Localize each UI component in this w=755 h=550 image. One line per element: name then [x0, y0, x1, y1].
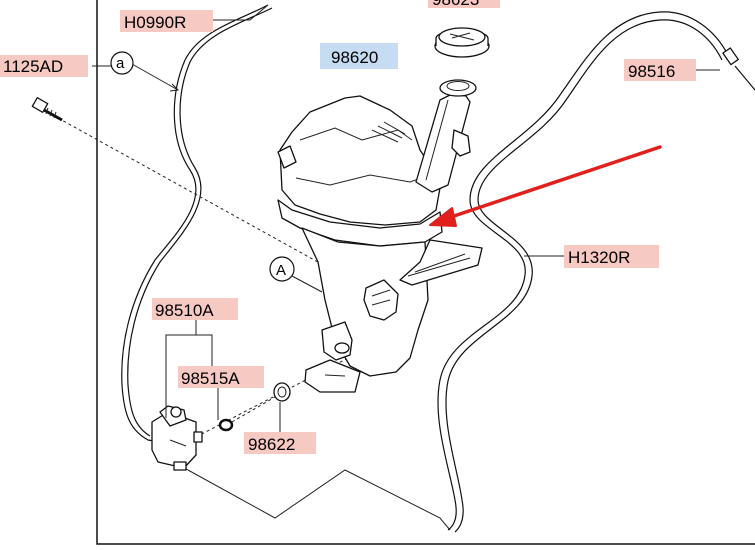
wiring-harness	[187, 469, 451, 531]
label-98622: 98622	[248, 435, 295, 454]
label-98620-bg	[320, 43, 398, 69]
hose-h1320r	[437, 11, 729, 531]
callout-A-circle	[269, 256, 295, 282]
label-h1320r: H1320R	[568, 248, 630, 267]
filler-cap	[434, 27, 490, 58]
washer-pump-98510a	[151, 405, 203, 471]
callout-a: a	[116, 55, 125, 72]
label-1125ad-bg	[0, 55, 88, 77]
grommet-98622	[273, 382, 291, 402]
label-h0990r: H0990R	[124, 13, 186, 32]
label-98622-bg	[244, 432, 316, 454]
grommet-98515a	[218, 418, 234, 432]
hose-h0990r	[121, 4, 269, 443]
label-98515a: 98515A	[181, 369, 240, 388]
label-98510a: 98510A	[155, 301, 214, 320]
label-98620: 98620	[331, 48, 378, 67]
label-h1320r-bg	[564, 245, 659, 268]
label-1125ad: 1125AD	[3, 57, 63, 76]
leader-A	[291, 275, 323, 293]
label-98510a-bg	[152, 298, 238, 320]
label-98623-bg	[428, 0, 500, 8]
bolt-1125ad	[31, 97, 63, 122]
callout-a-circle	[110, 51, 134, 75]
callout-A: A	[276, 262, 286, 279]
diagram-frame	[96, 0, 755, 545]
leader-a	[131, 63, 179, 91]
label-98516-bg	[624, 59, 696, 81]
washer-reservoir	[277, 79, 483, 393]
label-98515a-bg	[178, 366, 264, 388]
label-h0990r-bg	[120, 10, 213, 32]
red-pointer-arrow	[429, 145, 662, 227]
label-98623: 98623	[432, 0, 479, 9]
label-98516: 98516	[628, 62, 675, 81]
